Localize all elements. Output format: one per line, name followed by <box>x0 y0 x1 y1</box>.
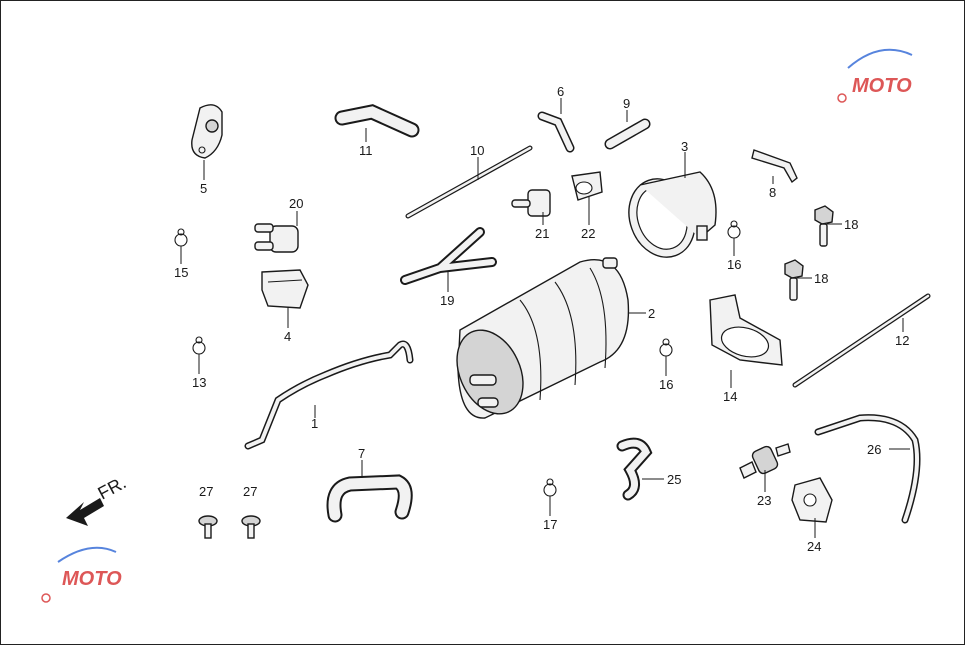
part-13-clip <box>192 336 206 355</box>
callout-25: 25 <box>667 472 681 487</box>
part-7-hose <box>326 474 413 523</box>
svg-text:MOTO: MOTO <box>852 75 912 97</box>
callout-5: 5 <box>200 181 207 196</box>
part-4-holder <box>261 269 309 309</box>
part-16-clip-b <box>659 338 673 357</box>
callout-20: 20 <box>289 196 303 211</box>
callout-labels: 1 2 3 4 5 6 7 8 9 10 11 12 13 14 15 16 1… <box>174 84 909 554</box>
callout-1: 1 <box>311 416 318 431</box>
callout-26: 26 <box>867 442 881 457</box>
callout-13: 13 <box>192 375 206 390</box>
callout-17: 17 <box>543 517 557 532</box>
part-18-bolt-a <box>814 205 834 247</box>
part-14-bracket-clamp <box>709 294 783 366</box>
part-10-rod <box>405 145 533 219</box>
callout-24: 24 <box>807 539 821 554</box>
callout-3: 3 <box>681 139 688 154</box>
watermark-logo-bottom: MOTO <box>41 546 122 603</box>
callout-27a: 27 <box>199 484 213 499</box>
part-15-clip <box>174 228 188 247</box>
callout-10: 10 <box>470 143 484 158</box>
part-23-rubber-mount <box>739 443 791 479</box>
callout-22: 22 <box>581 226 595 241</box>
callout-27b: 27 <box>243 484 257 499</box>
callout-2: 2 <box>648 306 655 321</box>
part-12-rod <box>792 293 931 388</box>
part-9-tube <box>604 118 651 150</box>
part-19-y-joint <box>400 227 497 285</box>
callout-23: 23 <box>757 493 771 508</box>
callout-9: 9 <box>623 96 630 111</box>
callout-12: 12 <box>895 333 909 348</box>
part-25-hose <box>616 437 653 501</box>
part-27-screw-b <box>241 515 261 539</box>
callout-6: 6 <box>557 84 564 99</box>
watermark-logo-top: MOTO <box>837 48 913 103</box>
part-17-clip <box>543 478 557 497</box>
part-2-canister <box>456 257 630 419</box>
part-27-screw-a <box>198 515 218 539</box>
leader-lines <box>180 98 910 538</box>
callout-7: 7 <box>358 446 365 461</box>
callout-8: 8 <box>769 185 776 200</box>
part-11-pipe-joint <box>334 104 420 138</box>
callout-18b: 18 <box>814 271 828 286</box>
callout-21: 21 <box>535 226 549 241</box>
part-20-fitting <box>254 223 299 253</box>
svg-text:MOTO: MOTO <box>62 568 122 590</box>
part-1-bent-pipe <box>244 340 414 450</box>
callout-16a: 16 <box>727 257 741 272</box>
part-18-bolt-b <box>784 259 804 301</box>
part-21-filter <box>511 189 551 217</box>
part-22-holder <box>571 171 603 201</box>
part-8-clip <box>751 149 798 184</box>
part-26-long-hose <box>814 414 921 524</box>
part-24-block <box>791 477 833 523</box>
callout-16b: 16 <box>659 377 673 392</box>
callout-19: 19 <box>440 293 454 308</box>
part-3-clamp-band <box>628 171 717 258</box>
part-16-clip-a <box>727 220 741 239</box>
front-direction-indicator: FR. <box>66 472 129 526</box>
callout-14: 14 <box>723 389 737 404</box>
callout-11: 11 <box>359 143 373 158</box>
callout-15: 15 <box>174 265 188 280</box>
callout-4: 4 <box>284 329 291 344</box>
part-6-elbow-hose <box>537 111 575 153</box>
part-5-bracket <box>191 104 223 159</box>
callout-18a: 18 <box>844 217 858 232</box>
